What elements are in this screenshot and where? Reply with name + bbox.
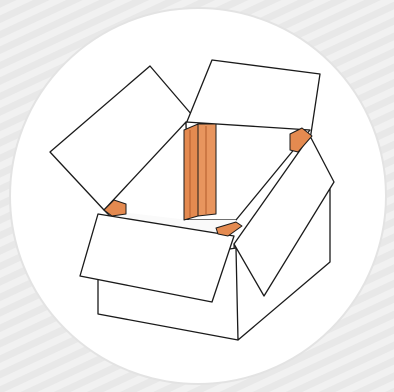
- corner-protector-front: [215, 221, 243, 237]
- corner-protector-center-left: [183, 123, 199, 221]
- cardboard-box: [49, 59, 335, 341]
- front-flap: [79, 213, 235, 303]
- corner-protectors: [103, 123, 313, 237]
- corner-protector-back-right: [289, 127, 313, 153]
- corner-protector-center-right: [197, 123, 217, 217]
- corner-protector-left: [103, 199, 127, 217]
- right-flap: [233, 135, 335, 297]
